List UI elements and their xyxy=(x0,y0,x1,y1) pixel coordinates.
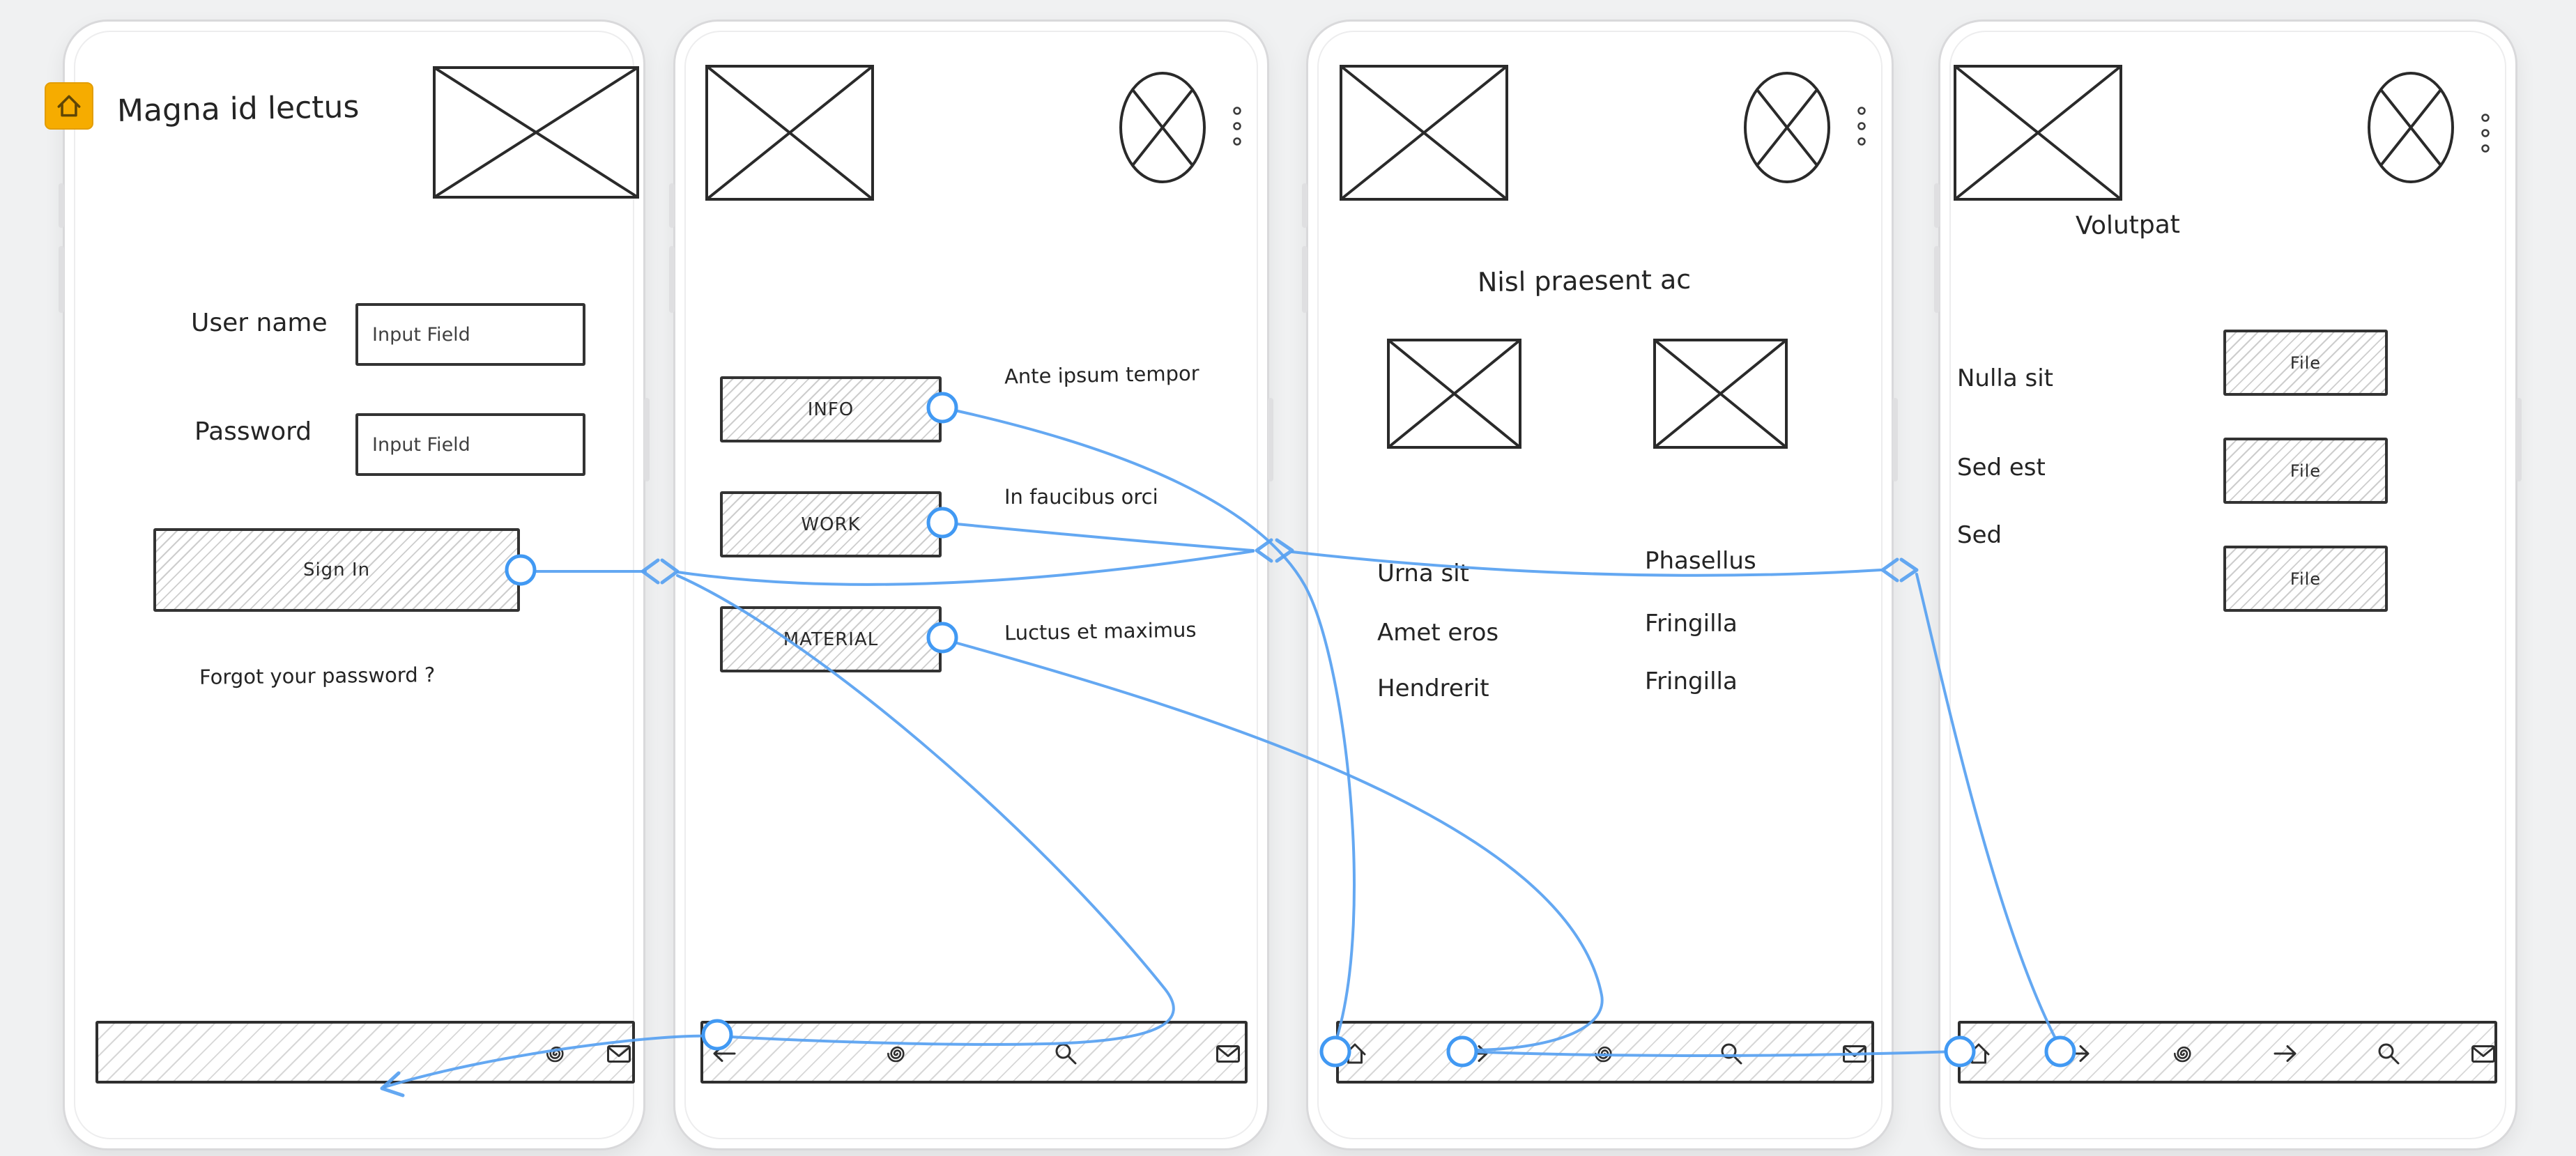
kebab-menu-icon[interactable] xyxy=(2481,112,2490,161)
password-input[interactable]: Input Field xyxy=(355,413,585,476)
file-button[interactable]: File xyxy=(2223,546,2388,612)
spiral-icon[interactable] xyxy=(2168,1038,2199,1069)
bottom-nav-bar[interactable] xyxy=(700,1021,1248,1084)
power-button xyxy=(2516,398,2522,481)
home-icon[interactable] xyxy=(1340,1038,1370,1069)
volume-button xyxy=(669,246,675,313)
row-label: Nulla sit xyxy=(1957,364,2054,392)
search-icon[interactable] xyxy=(1050,1038,1081,1069)
image-placeholder[interactable] xyxy=(433,66,639,199)
back-arrow-icon[interactable] xyxy=(709,1038,739,1069)
button-label: MATERIAL xyxy=(783,629,879,650)
list-item: Fringilla xyxy=(1645,668,1738,695)
button-label: WORK xyxy=(801,514,861,535)
search-icon[interactable] xyxy=(1716,1038,1747,1069)
field-label: User name xyxy=(191,309,328,337)
list-item: Amet eros xyxy=(1377,619,1499,647)
mail-icon[interactable] xyxy=(1213,1038,1243,1069)
forward-arrow-icon[interactable] xyxy=(1462,1038,1492,1069)
search-icon[interactable] xyxy=(2373,1038,2404,1069)
volume-button xyxy=(59,246,64,313)
avatar-placeholder[interactable] xyxy=(2366,70,2455,185)
menu-note: Luctus et maximus xyxy=(1004,617,1197,645)
button-label: INFO xyxy=(807,399,854,420)
image-placeholder[interactable] xyxy=(1387,339,1521,449)
list-item: Urna sit xyxy=(1377,560,1469,587)
volume-button xyxy=(59,183,64,228)
image-placeholder[interactable] xyxy=(1653,339,1788,449)
image-placeholder[interactable] xyxy=(705,65,874,201)
list-item: Phasellus xyxy=(1645,547,1756,575)
avatar-placeholder[interactable] xyxy=(1742,70,1832,185)
volume-button xyxy=(1934,246,1940,313)
home-icon xyxy=(57,95,81,117)
spiral-icon[interactable] xyxy=(541,1038,572,1069)
screen-title: Nisl praesent ac xyxy=(1477,263,1692,298)
mail-icon[interactable] xyxy=(604,1038,634,1069)
menu-button-material[interactable]: MATERIAL xyxy=(720,606,942,672)
sign-in-button[interactable]: Sign In xyxy=(153,528,520,612)
screen-title: Magna id lectus xyxy=(116,88,360,130)
input-placeholder: Input Field xyxy=(372,433,470,456)
list-item: Hendrerit xyxy=(1377,675,1489,702)
menu-note: Ante ipsum tempor xyxy=(1004,361,1199,389)
kebab-menu-icon[interactable] xyxy=(1857,105,1866,154)
screen-title: Volutpat xyxy=(2075,210,2181,241)
forward-arrow-icon[interactable] xyxy=(2063,1038,2094,1069)
home-badge[interactable] xyxy=(45,82,93,130)
username-input[interactable]: Input Field xyxy=(355,303,585,366)
button-label: File xyxy=(2290,461,2322,481)
power-button xyxy=(1268,398,1273,481)
image-placeholder[interactable] xyxy=(1340,65,1508,201)
phone-frame-files: Volutpat Nulla sit File Sed est File Sed… xyxy=(1934,20,2522,1150)
button-label: Sign In xyxy=(302,560,371,580)
avatar-placeholder[interactable] xyxy=(1118,70,1207,185)
row-label: Sed est xyxy=(1957,454,2046,481)
file-button[interactable]: File xyxy=(2223,438,2388,504)
bottom-nav-bar[interactable] xyxy=(95,1021,635,1084)
button-label: File xyxy=(2290,569,2322,589)
forgot-password-link[interactable]: Forgot your password ? xyxy=(199,663,436,689)
mail-icon[interactable] xyxy=(1839,1038,1870,1069)
field-label: Password xyxy=(194,417,312,446)
menu-note: In faucibus orci xyxy=(1004,485,1158,509)
list-item: Fringilla xyxy=(1645,610,1738,638)
power-button xyxy=(644,398,650,481)
spiral-icon[interactable] xyxy=(882,1038,912,1069)
menu-button-work[interactable]: WORK xyxy=(720,491,942,557)
spiral-icon[interactable] xyxy=(1589,1038,1620,1069)
volume-button xyxy=(669,183,675,228)
bottom-nav-bar[interactable] xyxy=(1958,1021,2497,1084)
home-icon[interactable] xyxy=(1963,1038,1994,1069)
volume-button xyxy=(1302,183,1308,228)
phone-frame-sign-in: Magna id lectus User name Input Field Pa… xyxy=(59,20,650,1150)
volume-button xyxy=(1934,183,1940,228)
button-label: File xyxy=(2290,353,2322,373)
menu-button-info[interactable]: INFO xyxy=(720,376,942,442)
power-button xyxy=(1892,398,1898,481)
forward-arrow-icon[interactable] xyxy=(2270,1038,2301,1069)
mail-icon[interactable] xyxy=(2468,1038,2499,1069)
bottom-nav-bar[interactable] xyxy=(1336,1021,1874,1084)
row-label: Sed xyxy=(1957,521,2002,549)
phone-frame-list: Nisl praesent ac Urna sit Phasellus Amet… xyxy=(1302,20,1898,1150)
image-placeholder[interactable] xyxy=(1954,65,2122,201)
file-button[interactable]: File xyxy=(2223,330,2388,396)
kebab-menu-icon[interactable] xyxy=(1233,105,1241,154)
volume-button xyxy=(1302,246,1308,313)
input-placeholder: Input Field xyxy=(372,323,470,346)
phone-frame-menu: INFO Ante ipsum tempor WORK In faucibus … xyxy=(669,20,1273,1150)
